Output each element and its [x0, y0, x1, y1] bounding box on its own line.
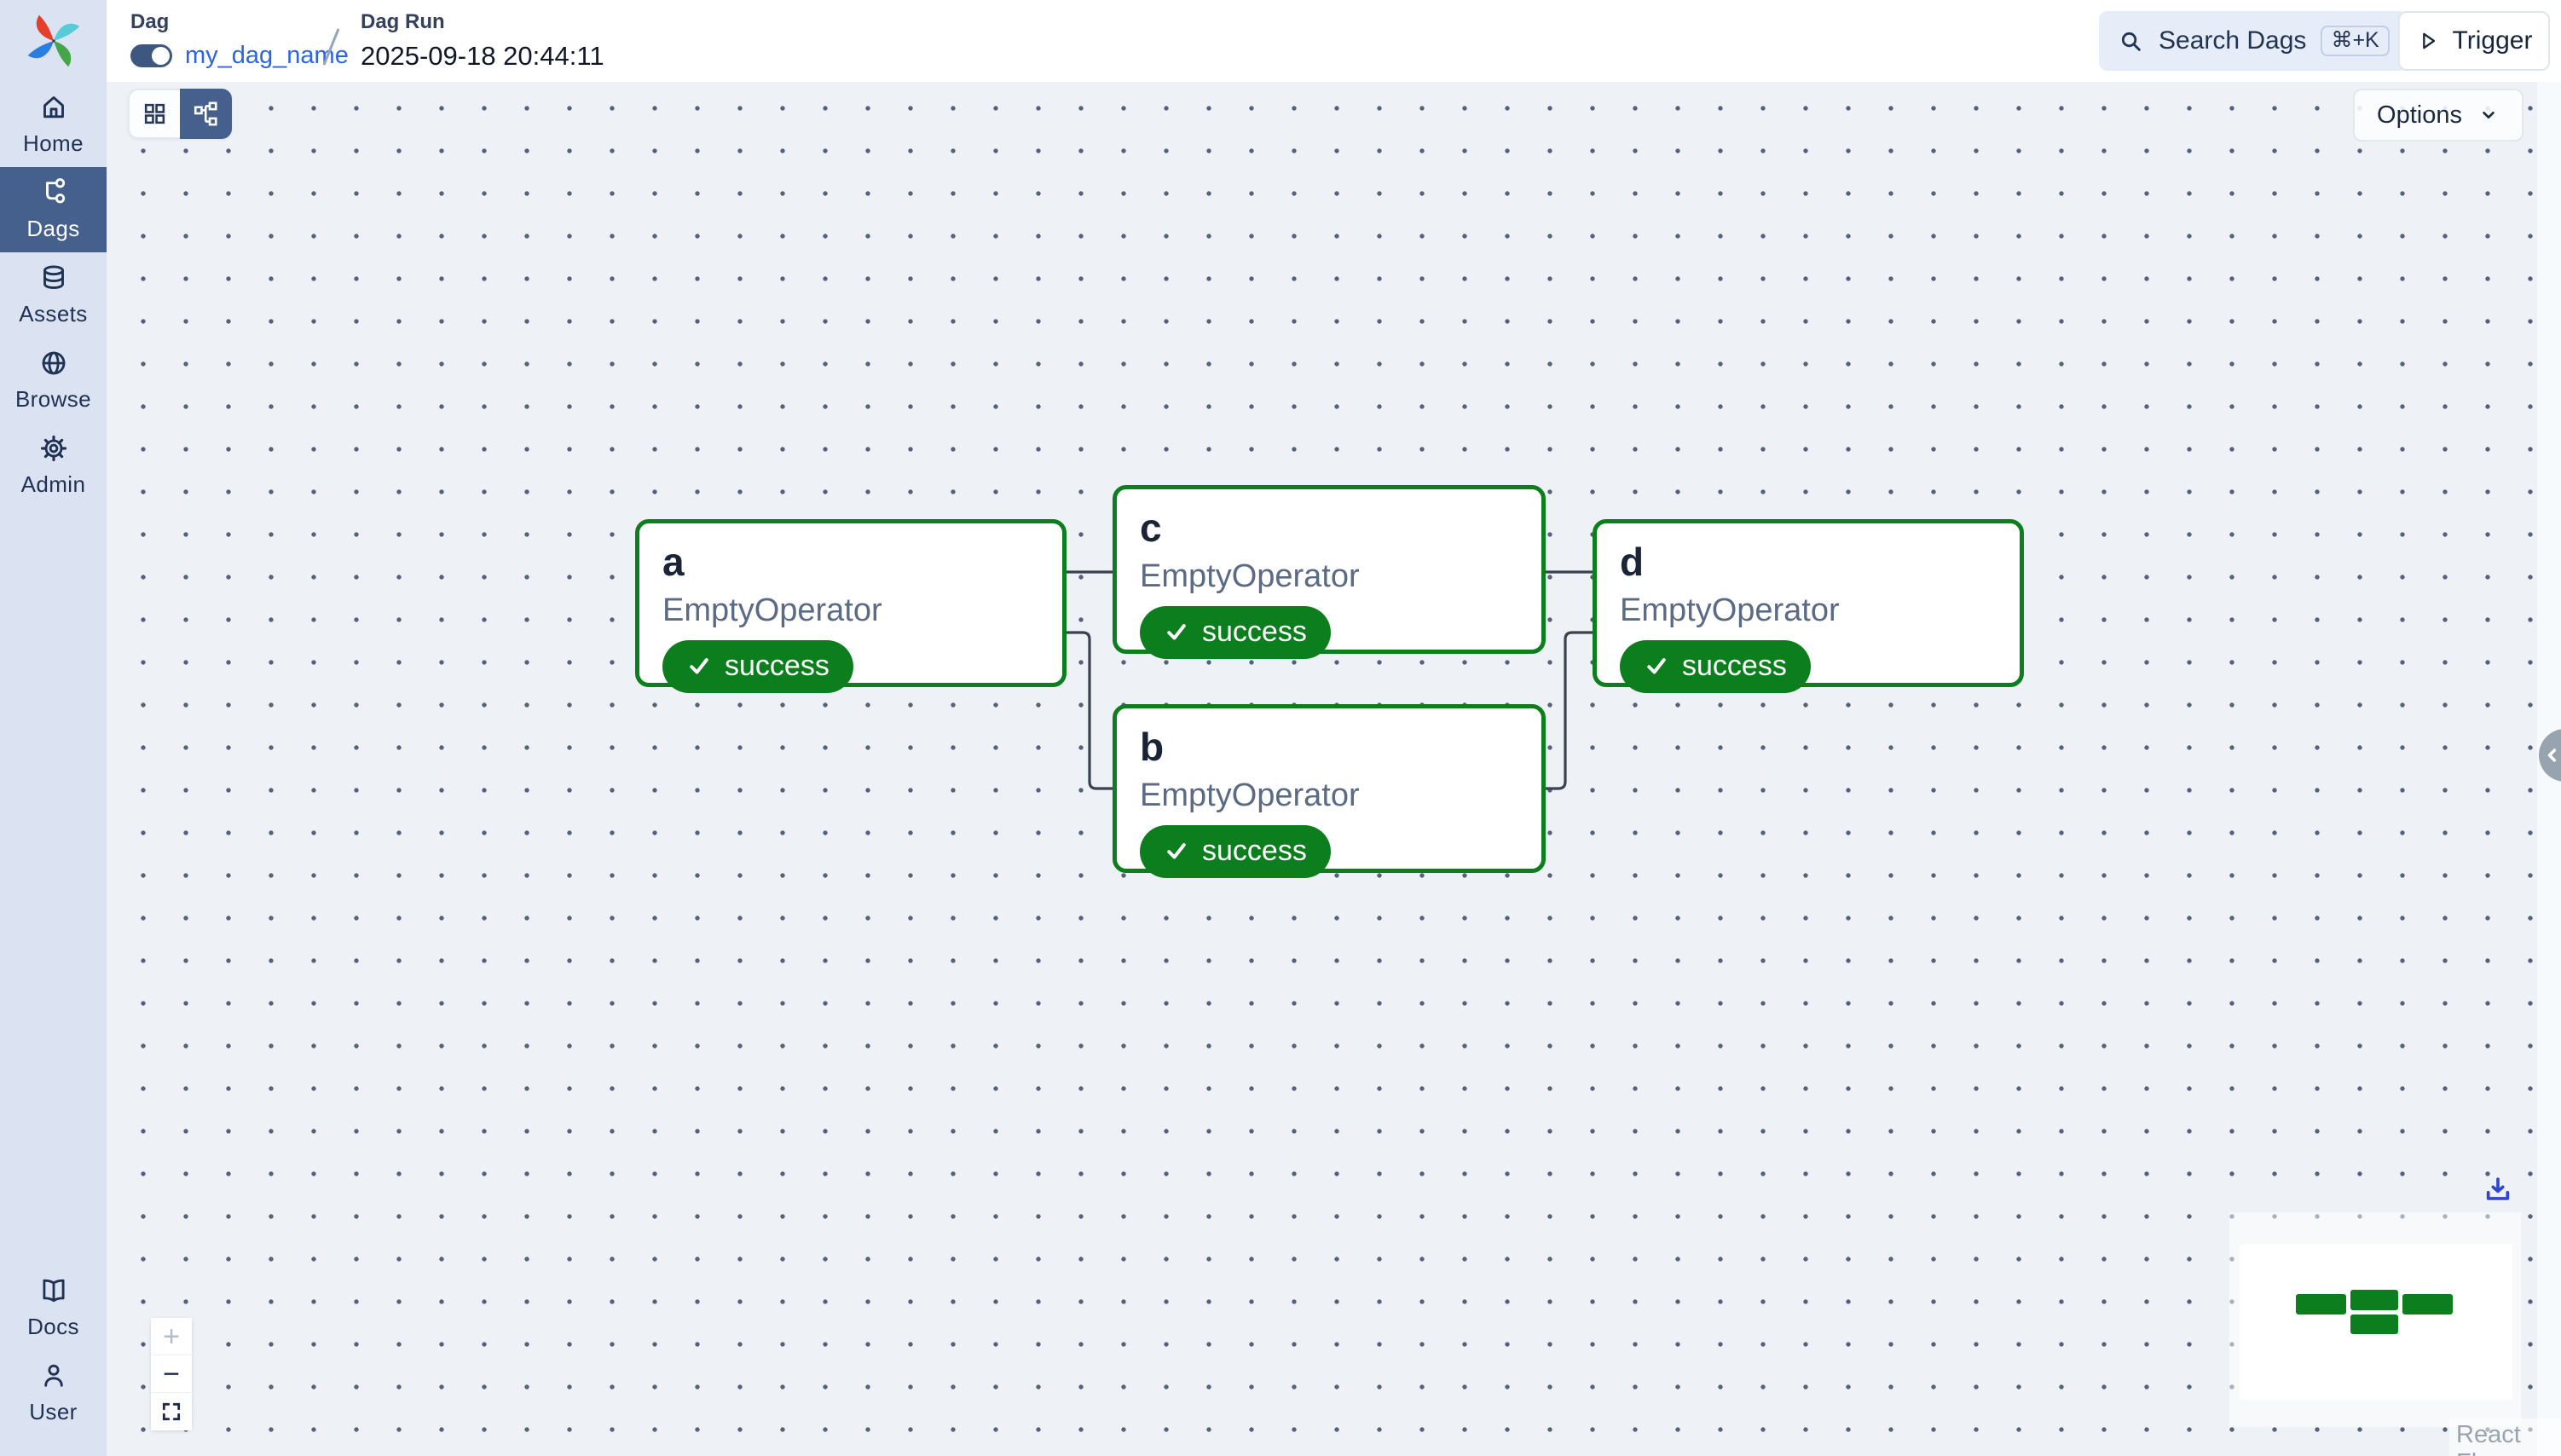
- fullscreen-icon: [162, 1402, 181, 1421]
- task-id: c: [1140, 506, 1162, 550]
- sidebar-item-user[interactable]: User: [0, 1350, 107, 1436]
- status-badge: success: [1140, 605, 1331, 659]
- task-id: b: [1140, 725, 1165, 769]
- toggle-knob: [152, 47, 170, 65]
- sidebar-item-label: Admin: [20, 471, 86, 497]
- download-icon: [2486, 1177, 2510, 1200]
- sidebar-item-label: Home: [23, 130, 84, 156]
- check-icon: [1167, 843, 1186, 859]
- status-badge: success: [1620, 639, 1811, 693]
- sidebar-item-label: Docs: [27, 1314, 79, 1339]
- sidebar-item-browse[interactable]: Browse: [0, 338, 107, 423]
- view-toggle: [128, 89, 232, 139]
- graph-view-icon: [194, 101, 217, 126]
- minimap-viewport: [2240, 1245, 2512, 1400]
- sidebar-nav: Home Dags Assets Browse: [0, 82, 107, 508]
- sidebar-item-dags[interactable]: Dags: [0, 167, 107, 252]
- edge-a-b: [1065, 631, 1113, 790]
- assets-icon: [43, 265, 64, 289]
- chevron-left-icon: [2547, 748, 2557, 762]
- graph-view-button[interactable]: [180, 89, 232, 139]
- task-operator: EmptyOperator: [1140, 777, 1360, 813]
- sidebar-item-label: Assets: [19, 301, 88, 326]
- check-icon: [690, 658, 708, 674]
- status-label: success: [1202, 834, 1307, 867]
- status-badge: success: [1140, 824, 1331, 878]
- task-operator: EmptyOperator: [1620, 592, 1840, 628]
- sidebar-item-label: Browse: [14, 386, 92, 412]
- user-icon: [43, 1364, 63, 1387]
- breadcrumb-dag-run: Dag Run 2025-09-18 20:44:11: [361, 10, 604, 72]
- zoom-out-button[interactable]: −: [151, 1355, 192, 1393]
- minimap-node-c: [2350, 1290, 2398, 1310]
- task-id: a: [662, 540, 685, 584]
- play-icon: [2422, 32, 2435, 49]
- airflow-logo[interactable]: [0, 0, 107, 82]
- search-label: Search Dags: [2159, 26, 2307, 55]
- search-icon: [2121, 32, 2141, 51]
- zoom-in-button[interactable]: +: [151, 1318, 192, 1355]
- sidebar-item-docs[interactable]: Docs: [0, 1265, 107, 1350]
- task-node-d[interactable]: d EmptyOperator success: [1593, 519, 2024, 693]
- header: Dag my_dag_name Dag Run 2025-09-18 20:44…: [107, 0, 2561, 82]
- search-shortcut-kbd: ⌘+K: [2321, 26, 2390, 56]
- fit-view-button[interactable]: [151, 1393, 192, 1430]
- dags-icon: [45, 178, 65, 204]
- options-label: Options: [2377, 101, 2462, 129]
- download-image-button[interactable]: [2483, 1176, 2514, 1206]
- search-dags-button[interactable]: Search Dags ⌘+K: [2099, 11, 2408, 71]
- task-node-c[interactable]: c EmptyOperator success: [1113, 485, 1546, 659]
- dag-run-label: Dag Run: [361, 10, 445, 33]
- browse-icon: [42, 351, 65, 375]
- trigger-button[interactable]: Trigger: [2398, 11, 2550, 71]
- dag-edges: [1065, 570, 1593, 790]
- graph-canvas[interactable]: a EmptyOperator success c EmptyOperator …: [107, 82, 2561, 1456]
- dag-pause-toggle[interactable]: [130, 44, 172, 67]
- task-node-a[interactable]: a EmptyOperator success: [635, 519, 1067, 693]
- task-id: d: [1620, 540, 1645, 584]
- status-badge: success: [662, 639, 853, 693]
- minimap-node-a: [2296, 1294, 2346, 1314]
- sidebar-bottom: Docs User: [0, 1265, 107, 1436]
- status-label: success: [1202, 615, 1307, 648]
- dag-name-link[interactable]: my_dag_name: [185, 42, 349, 69]
- status-label: success: [1682, 649, 1787, 682]
- trigger-label: Trigger: [2452, 26, 2533, 55]
- react-flow-attribution: React Flow: [2449, 1418, 2561, 1456]
- minus-icon: −: [163, 1357, 180, 1390]
- zoom-controls: + −: [151, 1318, 192, 1430]
- minimap[interactable]: [2229, 1212, 2521, 1427]
- dag-run-timestamp: 2025-09-18 20:44:11: [361, 41, 604, 71]
- task-node-b[interactable]: b EmptyOperator success: [1113, 704, 1546, 878]
- sidebar-item-home[interactable]: Home: [0, 82, 107, 167]
- grid-view-button[interactable]: [128, 89, 180, 139]
- check-icon: [1647, 658, 1666, 674]
- sidebar-item-admin[interactable]: Admin: [0, 423, 107, 508]
- grid-view-icon: [144, 103, 165, 124]
- airflow-pinwheel-icon: [27, 14, 79, 67]
- plus-icon: +: [163, 1320, 180, 1353]
- docs-icon: [42, 1279, 65, 1303]
- sidebar-item-label: Dags: [26, 216, 80, 241]
- sidebar-item-assets[interactable]: Assets: [0, 252, 107, 338]
- breadcrumb-dag: Dag my_dag_name: [130, 10, 349, 70]
- check-icon: [1167, 624, 1186, 640]
- task-operator: EmptyOperator: [662, 592, 882, 628]
- sidebar-item-label: User: [29, 1399, 78, 1424]
- edge-b-d: [1544, 631, 1593, 790]
- chevron-down-icon: [2483, 111, 2495, 119]
- options-button[interactable]: Options: [2353, 89, 2523, 142]
- sidebar: Home Dags Assets Browse: [0, 0, 107, 1456]
- home-icon: [43, 96, 64, 118]
- dag-label: Dag: [130, 10, 170, 33]
- task-operator: EmptyOperator: [1140, 558, 1360, 594]
- minimap-node-d: [2402, 1294, 2453, 1314]
- admin-icon: [40, 435, 66, 462]
- status-label: success: [725, 649, 830, 682]
- minimap-node-b: [2350, 1314, 2398, 1334]
